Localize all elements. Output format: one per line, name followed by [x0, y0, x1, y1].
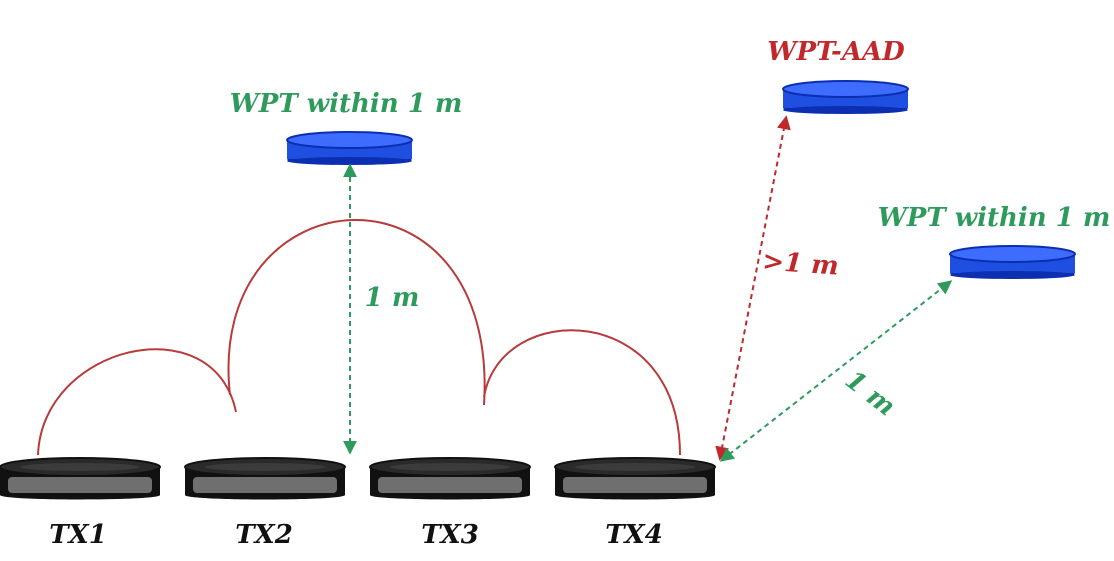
field-lines [37, 219, 681, 456]
tx2-coil [184, 457, 346, 500]
aad-distance-arrow [715, 115, 791, 461]
tx4-label: TX4 [605, 520, 663, 550]
aad-distance-label: >1 m [761, 246, 839, 281]
vertical-distance-label: 1 m [365, 283, 420, 313]
tx3-label: TX3 [421, 520, 479, 550]
field-arc-tx3-tx4 [483, 329, 681, 456]
tx1-label: TX1 [49, 520, 107, 550]
rx-aad-coil [782, 80, 909, 114]
field-arc-tx1-tx2 [37, 348, 237, 456]
tx2-label: TX2 [235, 520, 293, 550]
diagonal-distance-label: 1 m [839, 365, 901, 422]
diagonal-distance-arrow [719, 280, 953, 462]
rx-top-coil [286, 131, 413, 165]
rx-right-label: WPT within 1 m [878, 203, 1111, 233]
tx1-coil [0, 457, 161, 500]
rx-top-label: WPT within 1 m [230, 89, 463, 119]
tx3-coil [369, 457, 531, 500]
field-arc-tx2-tx3 [227, 219, 486, 406]
rx-aad-label: WPT-AAD [767, 37, 905, 67]
tx4-coil [554, 457, 716, 500]
rx-right-coil [949, 245, 1076, 279]
